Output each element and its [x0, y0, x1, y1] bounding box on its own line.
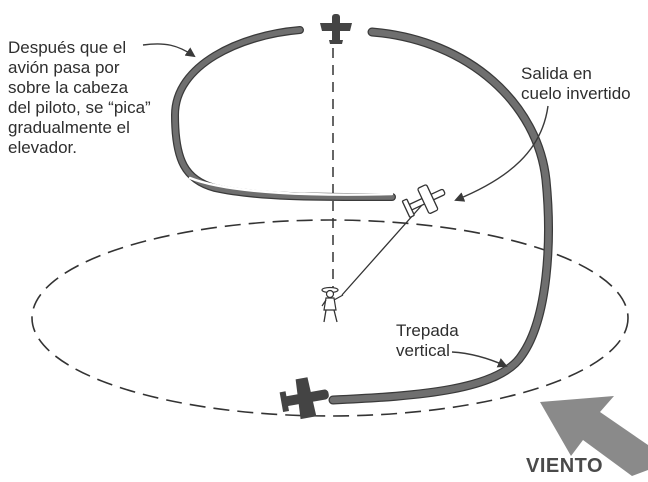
control-line	[341, 204, 423, 296]
note-line: del piloto, se “pica”	[8, 98, 151, 117]
inverted-exit-note: Salida en cuelo invertido	[521, 64, 631, 104]
note-line: gradualmente el	[8, 118, 130, 137]
note-line: Salida en	[521, 64, 592, 83]
note-line: sobre la cabeza	[8, 78, 129, 97]
wind-arrow-icon	[540, 396, 648, 476]
climb-note-arrow	[451, 351, 508, 368]
bottom-plane-icon	[279, 377, 329, 420]
note-line: cuelo invertido	[521, 84, 631, 103]
pilot-icon	[321, 286, 344, 323]
top-plane-icon	[320, 14, 352, 44]
note-line: vertical	[396, 341, 450, 360]
right-note-arrow	[454, 105, 549, 202]
note-line: Después que el	[8, 38, 127, 57]
flight-circle	[31, 219, 629, 417]
left-note-arrow	[142, 43, 196, 58]
note-line: Trepada	[396, 321, 459, 340]
note-line: avión pasa por	[8, 58, 120, 77]
vertical-climb-note: Trepada vertical	[396, 321, 459, 361]
after-overhead-note: Después que el avión pasa por sobre la c…	[8, 38, 151, 158]
loop-path	[170, 26, 396, 202]
wind-label: VIENTO	[526, 455, 604, 477]
note-line: elevador.	[8, 138, 77, 157]
exit-plane-icon	[401, 184, 446, 218]
